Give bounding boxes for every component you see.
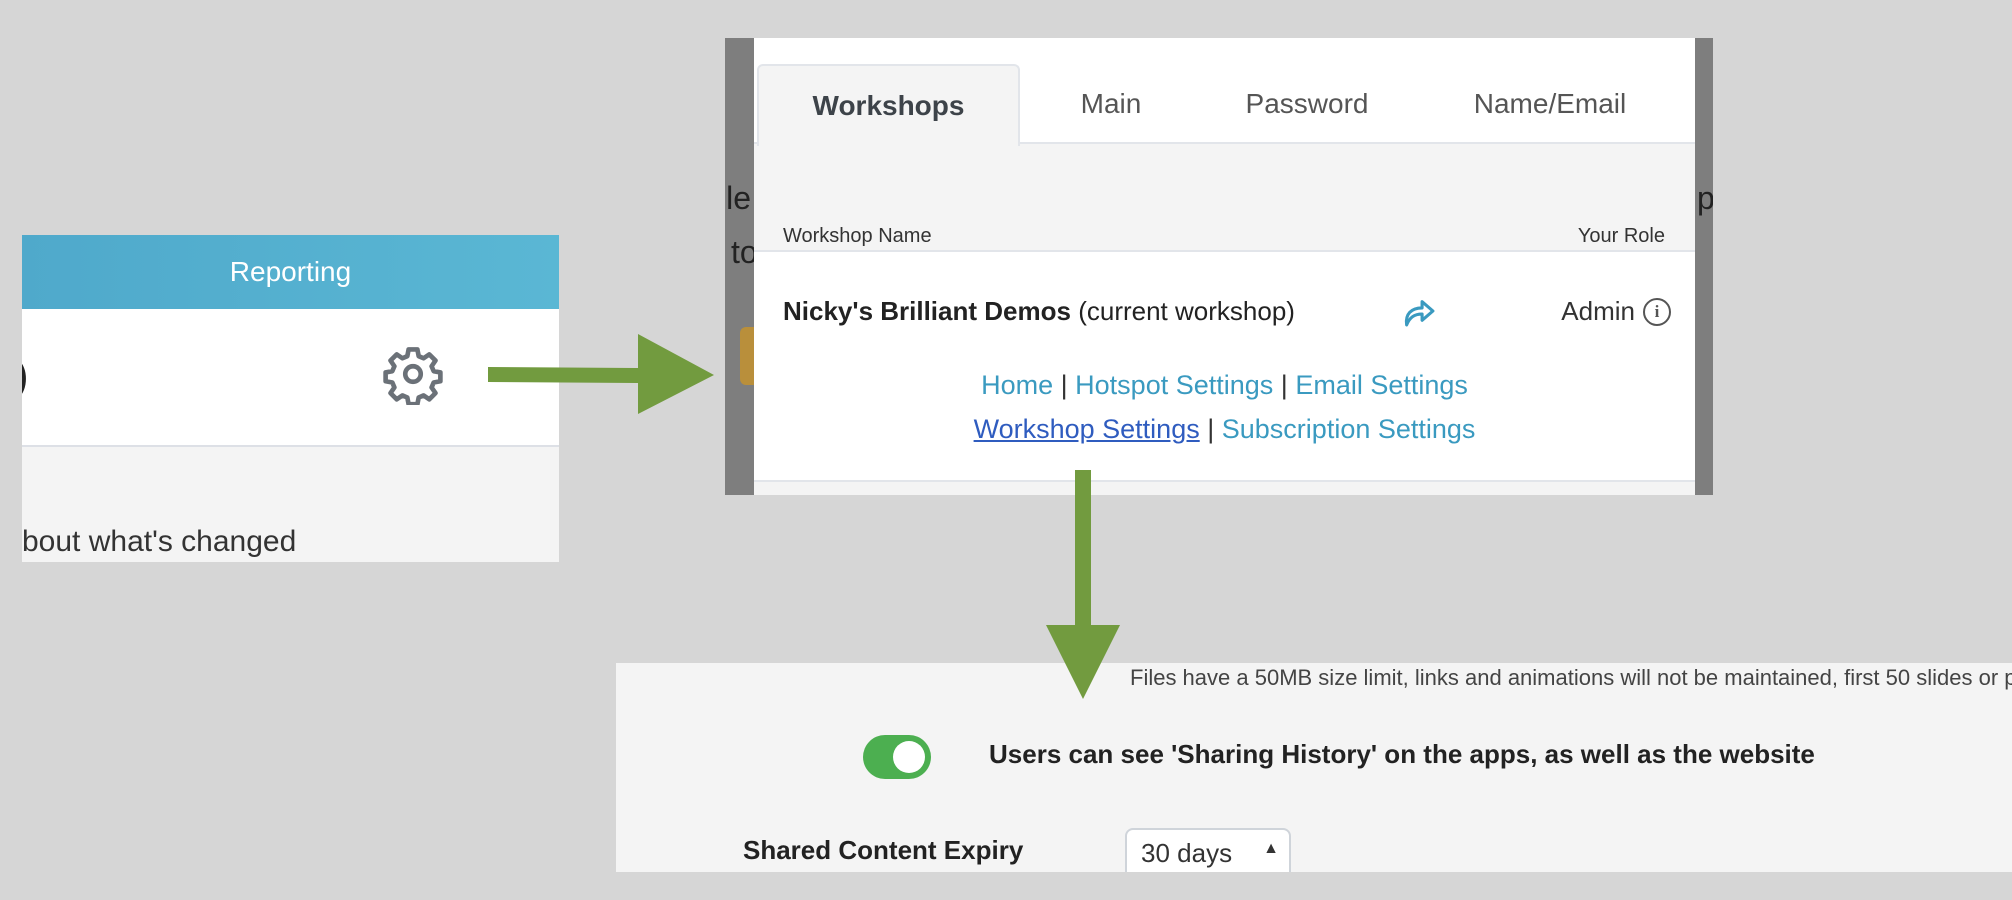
expiry-select[interactable]: 30 days ▲ [1125,828,1291,872]
home-link[interactable]: Home [981,370,1054,400]
workshop-settings-link[interactable]: Workshop Settings [973,414,1200,444]
background-text: to [731,234,758,270]
workshop-settings-panel: Files have a 50MB size limit, links and … [616,663,2012,872]
arrow-right-icon [488,334,714,414]
reporting-tab[interactable]: Reporting [22,235,559,309]
share-arrow-icon[interactable] [1400,294,1438,328]
subscription-settings-link[interactable]: Subscription Settings [1221,414,1476,444]
reporting-panel: Reporting ) bout what's changed [22,235,559,562]
partial-text: ) [22,351,29,401]
tab-label: Password [1245,88,1369,119]
tab-label: Name/Email [1473,88,1627,119]
workshop-title: Nicky's Brilliant Demos [783,296,1071,326]
partial-text: Files have a 50MB size limit, links and … [1130,665,2012,690]
expiry-label: Shared Content Expiry [743,835,1024,865]
separator: | [1207,414,1215,444]
separator: | [1280,370,1288,400]
role-value: Admin [1561,296,1635,326]
current-workshop-note: (current workshop) [1078,296,1295,326]
gear-icon[interactable] [382,343,444,405]
column-header-name: Workshop Name [783,225,932,247]
tab-main[interactable]: Main [1036,64,1186,144]
tab-bar: Workshops Main Password Name/Email [754,38,1695,146]
tab-password[interactable]: Password [1207,64,1407,144]
hotspot-settings-link[interactable]: Hotspot Settings [1075,370,1274,400]
email-settings-link[interactable]: Email Settings [1295,370,1468,400]
workshop-name: Nicky's Brilliant Demos (current worksho… [783,296,1295,327]
background-text: p [1697,180,1713,216]
modal-content: Workshops Main Password Name/Email Works… [754,38,1695,495]
account-modal: ile to p Workshops Main Password Name/Em… [725,38,1713,495]
workshop-links: Workshop Settings | Subscription Setting… [754,414,1695,445]
caret-up-icon: ▲ [1263,840,1279,857]
expiry-value: 30 days [1141,838,1233,868]
info-icon[interactable]: i [1643,297,1671,326]
sharing-history-toggle[interactable] [863,735,931,779]
sharing-history-label: Users can see 'Sharing History' on the a… [989,739,1815,769]
tab-workshops[interactable]: Workshops [757,64,1020,146]
partial-text: bout what's changed [22,525,297,558]
arrow-down-icon [1046,470,1120,699]
panel-row: ) [22,309,559,447]
workshop-links: Home | Hotspot Settings | Email Settings [754,370,1695,401]
tab-name-email[interactable]: Name/Email [1435,64,1665,144]
column-header-role: Your Role [1577,225,1665,247]
background-text: ile [725,180,752,216]
table-row: Nicky's Brilliant Demos (current worksho… [754,250,1695,482]
toggle-knob [893,741,925,773]
tab-label: Main [1080,88,1142,119]
tab-label: Workshops [812,90,965,121]
separator: | [1060,370,1068,400]
reporting-label: Reporting [229,256,352,287]
